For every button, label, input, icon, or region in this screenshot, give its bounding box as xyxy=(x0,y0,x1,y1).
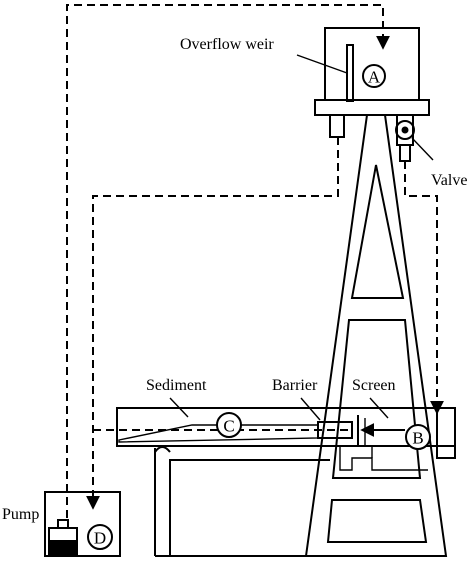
pump-icon xyxy=(48,519,78,557)
flume xyxy=(116,407,456,459)
node-d: D xyxy=(87,524,113,550)
flow-lines xyxy=(66,4,444,518)
sediment-label: Sediment xyxy=(146,377,207,394)
screen-label: Screen xyxy=(352,377,396,394)
svg-text:C: C xyxy=(223,417,234,436)
barrier-label: Barrier xyxy=(272,377,318,394)
node-b: B xyxy=(405,424,431,450)
return-tank xyxy=(154,446,446,557)
node-c: C xyxy=(216,412,242,438)
node-a: A xyxy=(362,64,386,88)
valve-label: Valve xyxy=(431,172,467,189)
svg-text:A: A xyxy=(368,68,381,87)
overflow-weir-label: Overflow weir xyxy=(180,36,274,53)
svg-text:D: D xyxy=(94,529,106,548)
svg-text:B: B xyxy=(412,429,423,448)
pump-label: Pump xyxy=(2,506,39,523)
valve-icon xyxy=(395,120,415,140)
leader-lines xyxy=(169,54,434,421)
support-tower xyxy=(304,114,448,557)
sump-tank xyxy=(44,491,121,557)
head-tank xyxy=(314,27,430,162)
